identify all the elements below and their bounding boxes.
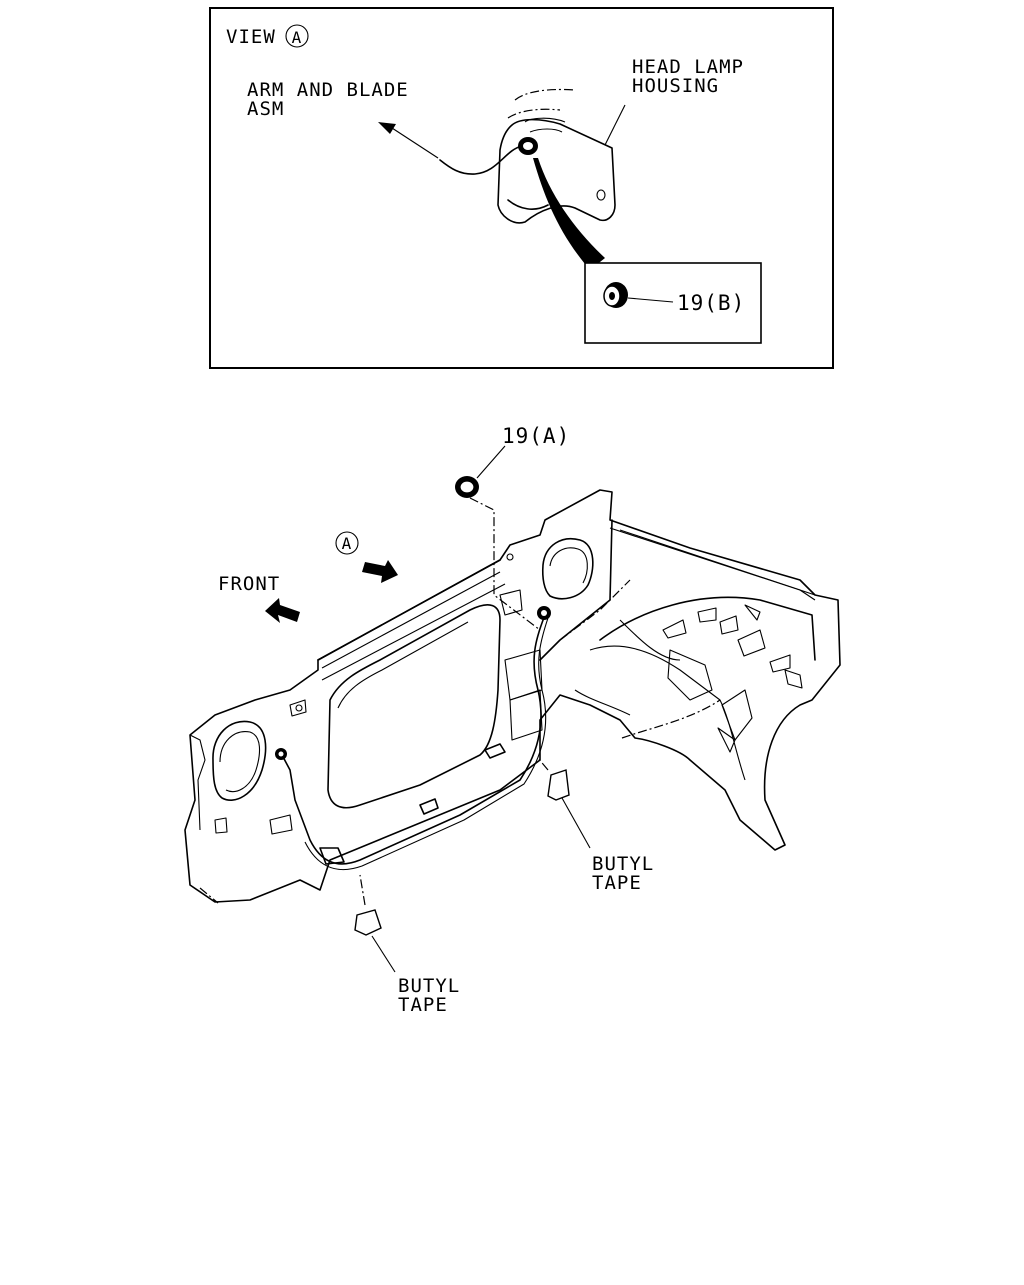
butyl-tape-left-icon [354,909,382,936]
arm-blade-label-line1: ARM AND BLADE [247,79,409,101]
view-title: VIEW [226,26,276,48]
butyl-tape-left-label-line2: TAPE [398,994,448,1016]
callout-19a-leader [476,445,506,479]
main-assembly-view: 19(A) A FRONT [184,424,841,1016]
butyl-tape-left-label-line1: BUTYL [398,975,460,997]
view-marker-circle [285,24,309,48]
butyl-tape-right-label-line2: TAPE [592,872,642,894]
butyl-tape-right-leader [561,797,591,849]
detail-pointer [533,158,605,270]
butyl-tape-left-install-path [359,874,366,906]
butyl-tape-left-leader [371,935,396,973]
housing-label-line1: HEAD LAMP [632,56,744,78]
grommet-19a-install-path [469,497,541,631]
view-a-panel: VIEW A ARM AND BLADE ASM HEAD LAMP HOUSI… [209,7,834,369]
washer-hose [439,145,523,175]
housing-leader-line [604,104,626,146]
arm-blade-label-line2: ASM [247,98,284,120]
view-a-direction-arrow [362,560,398,583]
butyl-tape-right-label-line1: BUTYL [592,853,654,875]
callout-19b-leader [627,297,674,303]
head-lamp-housing-drawing [497,88,616,224]
front-direction-arrow [265,598,300,623]
grommet-19b-icon [603,282,628,308]
housing-label-line2: HOUSING [632,75,719,97]
view-a-marker-letter: A [342,534,353,553]
callout-19b: 19(B) [677,291,745,315]
arm-blade-arrow-head [378,122,396,134]
view-a-marker-circle [335,531,359,555]
arm-blade-arrow-shaft [391,127,439,159]
view-marker-letter: A [292,28,303,47]
grommet-19a-icon [455,476,479,498]
washer-hose-routing [275,606,551,871]
butyl-tape-right-icon [547,769,570,801]
callout-19a: 19(A) [502,424,570,448]
front-label: FRONT [218,573,280,595]
butyl-tape-right-install-path [537,757,549,771]
front-end-panel-drawing [184,489,841,904]
